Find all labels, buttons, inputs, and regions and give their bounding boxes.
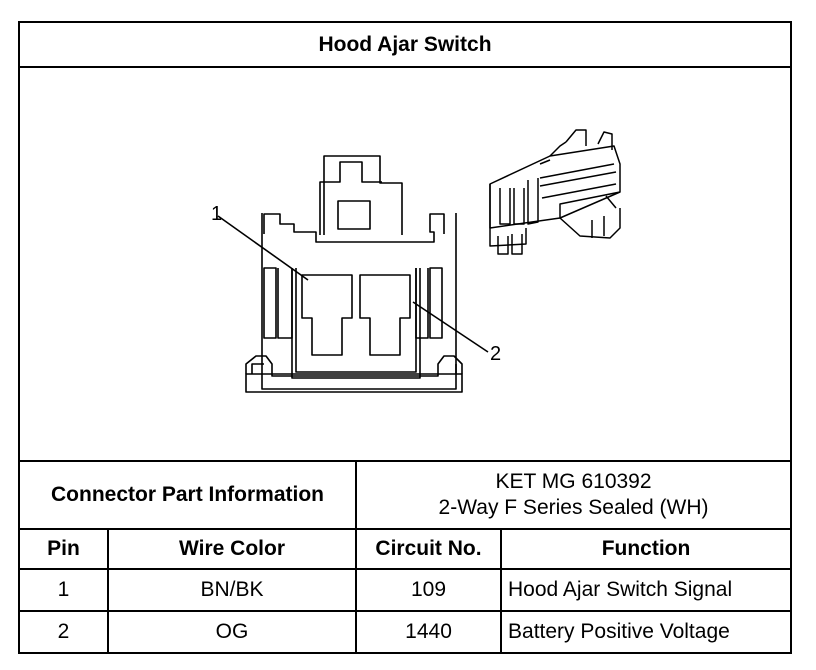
circuit-cell: 109 [355, 568, 503, 612]
callout-2: 2 [490, 343, 501, 365]
pin-cell: 1 [20, 568, 109, 612]
connector-face-illustration: 1 2 [211, 129, 621, 393]
pin-1-cavity [301, 274, 353, 356]
table-header-row: Pin Wire Color Circuit No. Function [20, 528, 791, 570]
connector-description: 2-Way F Series Sealed (WH) [438, 496, 709, 519]
connector-sheet: Hood Ajar Switch [18, 21, 792, 654]
table-row: 1 BN/BK 109 Hood Ajar Switch Signal [20, 568, 791, 612]
circuit-cell: 1440 [355, 610, 503, 652]
wire-color-cell: OG [106, 610, 358, 652]
column-header-pin: Pin [20, 528, 109, 570]
connector-drawing: 1 2 [20, 68, 790, 460]
column-header-function: Function [500, 528, 791, 570]
connector-info-value: KET MG 610392 2-Way F Series Sealed (WH) [355, 460, 791, 530]
pin-2-cavity [359, 274, 411, 356]
column-header-circuit: Circuit No. [355, 528, 503, 570]
function-cell: Hood Ajar Switch Signal [500, 568, 791, 612]
connector-isometric-illustration [489, 129, 621, 255]
pin-cell: 2 [20, 610, 109, 652]
connector-info-label: Connector Part Information [20, 460, 358, 530]
callout-1: 1 [211, 203, 222, 225]
table-row: 2 OG 1440 Battery Positive Voltage [20, 610, 791, 652]
connector-part-number: KET MG 610392 [495, 470, 652, 493]
function-cell: Battery Positive Voltage [500, 610, 791, 652]
connector-face-outline [263, 213, 445, 243]
page-title: Hood Ajar Switch [20, 23, 790, 68]
wire-color-cell: BN/BK [106, 568, 358, 612]
column-header-wire-color: Wire Color [106, 528, 358, 570]
connector-table: Connector Part Information KET MG 610392… [20, 460, 791, 652]
